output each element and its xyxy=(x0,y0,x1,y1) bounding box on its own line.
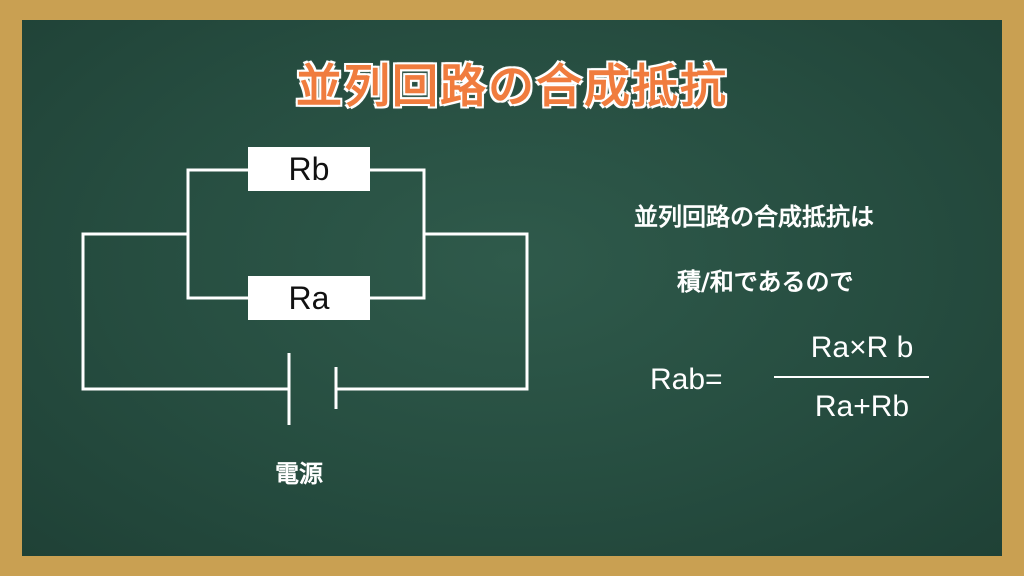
resistor-rb-label: Rb xyxy=(288,151,330,187)
wire-outer-left xyxy=(81,232,291,391)
explanation-line-1: 並列回路の合成抵抗は xyxy=(634,203,874,231)
resistor-ra-box xyxy=(248,276,370,320)
formula-denominator: Ra+Rb xyxy=(814,390,910,423)
wire-outer-right xyxy=(334,232,529,391)
formula-numerator: Ra×R b xyxy=(810,331,914,364)
chalkboard: 並列回路の合成抵抗 Rb Ra 電源 並列回路の合成抵抗は 積/和であるので R… xyxy=(22,20,1002,556)
wire-top-branch-left xyxy=(186,168,250,300)
wire-top-branch-right xyxy=(368,168,426,300)
explanation-line-2: 積/和であるので xyxy=(677,268,854,296)
resistor-ra-label: Ra xyxy=(288,280,330,316)
resistor-rb-box xyxy=(248,147,370,191)
page-title: 並列回路の合成抵抗 xyxy=(296,59,728,113)
power-source-label: 電源 xyxy=(275,460,323,488)
formula-lhs: Rab= xyxy=(650,363,723,396)
circuit-diagram xyxy=(81,147,529,425)
fraction-bar xyxy=(774,376,929,378)
